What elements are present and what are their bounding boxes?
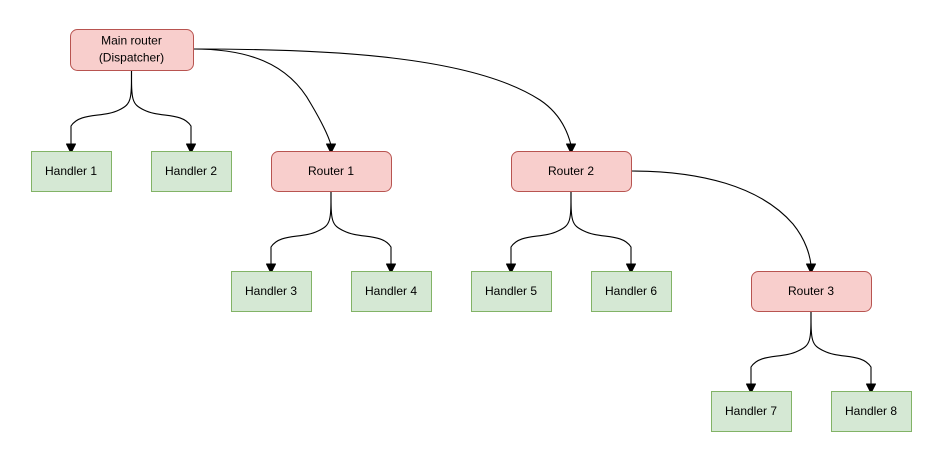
arrowhead-icon — [386, 263, 396, 274]
edges-layer — [66, 48, 876, 394]
edge-connector[interactable] — [66, 69, 133, 154]
edge-connector[interactable] — [630, 170, 816, 274]
edge-line — [192, 48, 572, 146]
arrowhead-icon — [746, 383, 756, 394]
node-router-2[interactable]: Router 2 — [511, 151, 632, 192]
arrowhead-icon — [266, 263, 276, 274]
node-shape — [271, 151, 392, 192]
node-handler-6[interactable]: Handler 6 — [591, 271, 672, 312]
node-handler-3[interactable]: Handler 3 — [231, 271, 312, 312]
edge-connector[interactable] — [570, 190, 636, 274]
node-router-1[interactable]: Router 1 — [271, 151, 392, 192]
node-handler-7[interactable]: Handler 7 — [711, 391, 792, 432]
node-handler-5[interactable]: Handler 5 — [471, 271, 552, 312]
node-handler-8[interactable]: Handler 8 — [831, 391, 912, 432]
nodes-layer: Main router(Dispatcher) Handler 1 Handler … — [31, 29, 912, 432]
arrowhead-icon — [566, 143, 576, 154]
node-shape — [711, 391, 792, 432]
edge-line — [70, 69, 133, 146]
edge-connector[interactable] — [130, 69, 196, 154]
node-shape — [591, 271, 672, 312]
node-shape — [231, 271, 312, 312]
edge-line — [750, 310, 812, 386]
arrowhead-icon — [626, 263, 636, 274]
edge-connector[interactable] — [810, 310, 876, 394]
edge-line — [630, 170, 812, 266]
edge-line — [570, 190, 632, 266]
edge-line — [510, 190, 572, 266]
edge-line — [330, 190, 392, 266]
edge-connector[interactable] — [266, 190, 332, 274]
node-shape — [831, 391, 912, 432]
node-shape — [70, 29, 194, 71]
edge-connector[interactable] — [192, 48, 576, 154]
edge-line — [810, 310, 872, 386]
node-shape — [151, 151, 232, 192]
node-shape — [351, 271, 432, 312]
arrowhead-icon — [186, 143, 196, 154]
arrowhead-icon — [506, 263, 516, 274]
node-shape — [471, 271, 552, 312]
edge-connector[interactable] — [192, 48, 336, 154]
node-shape — [31, 151, 112, 192]
node-shape — [511, 151, 632, 192]
arrowhead-icon — [806, 263, 816, 274]
edge-line — [270, 190, 332, 266]
node-router-3[interactable]: Router 3 — [751, 271, 872, 312]
node-handler-4[interactable]: Handler 4 — [351, 271, 432, 312]
node-main-router[interactable]: Main router(Dispatcher) — [70, 29, 194, 71]
edge-connector[interactable] — [746, 310, 812, 394]
edge-line — [192, 48, 332, 146]
arrowhead-icon — [866, 383, 876, 394]
node-handler-2[interactable]: Handler 2 — [151, 151, 232, 192]
arrowhead-icon — [66, 143, 76, 154]
edge-connector[interactable] — [506, 190, 572, 274]
node-shape — [751, 271, 872, 312]
edge-connector[interactable] — [330, 190, 396, 274]
arrowhead-icon — [326, 143, 336, 154]
node-handler-1[interactable]: Handler 1 — [31, 151, 112, 192]
edge-line — [130, 69, 192, 146]
